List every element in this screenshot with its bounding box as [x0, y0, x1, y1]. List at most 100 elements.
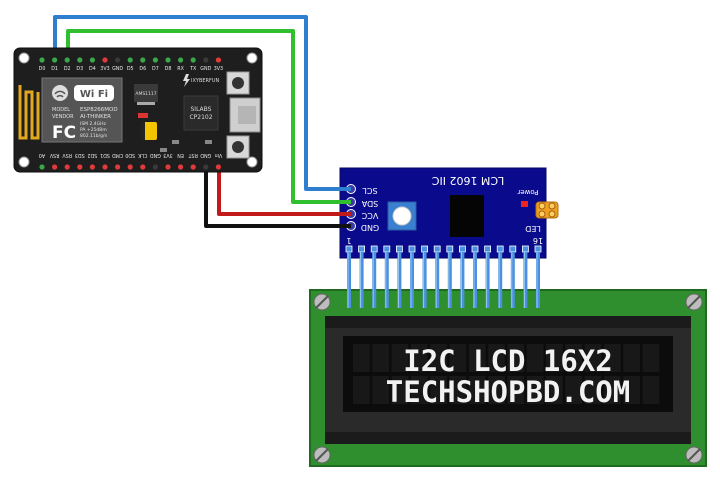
top-pin-rx[interactable] [178, 57, 184, 63]
top-pin-3v3[interactable] [215, 57, 221, 63]
header-pad [433, 245, 441, 253]
lcd-character-grid [353, 344, 660, 404]
wires [52, 15, 351, 228]
lcd-screw-top-right [685, 293, 703, 311]
header-pad [408, 245, 416, 253]
top-pin-d2[interactable] [64, 57, 70, 63]
lcd-display: I2C LCD 16X2 TECHSHOPBD.COM [309, 289, 707, 467]
silabs-label: SILABS [191, 106, 212, 113]
bottom-pin-gnd[interactable] [203, 164, 209, 170]
lcd-cell [449, 376, 467, 404]
lcd-cell [468, 376, 486, 404]
bottom-pin-rsv[interactable] [64, 164, 70, 170]
lcd-bezel-bottom-strip [325, 432, 691, 444]
mount-hole-top-right [246, 52, 258, 64]
wire-scl-blue [53, 15, 351, 191]
header-pad [471, 245, 479, 253]
bottom-pin-rsv[interactable] [52, 164, 58, 170]
potentiometer[interactable] [387, 201, 417, 231]
bottom-pin-label: A0 [39, 152, 45, 158]
mount-hole-bottom-right [246, 156, 258, 168]
brand-bolt-icon [183, 74, 190, 87]
i2c-ic-chip [450, 195, 484, 237]
mount-hole-top-left [18, 52, 30, 64]
lcd-cell [391, 344, 409, 372]
bottom-pin-en[interactable] [178, 164, 184, 170]
module-name: ESP8266MOD [80, 107, 118, 113]
bottom-pin-label: SD2 [88, 152, 98, 158]
bottom-pin-sd1[interactable] [102, 164, 108, 170]
bottom-pin-vin[interactable] [215, 164, 221, 170]
bottom-pin-cmd[interactable] [115, 164, 121, 170]
wifi-label: Wi Fi [80, 89, 108, 100]
top-pin-d4[interactable] [89, 57, 95, 63]
header-pad [522, 245, 529, 253]
lcd-cell [507, 344, 525, 372]
header-pad [395, 245, 403, 253]
top-pin-gnd[interactable] [203, 57, 209, 63]
lcd-cell [642, 376, 660, 404]
top-pin-d8[interactable] [165, 57, 171, 63]
header-pad [446, 245, 454, 253]
i2c-module: LCM 1602 IIC Power LED SCL SDA VCC GND 1 [339, 167, 559, 308]
top-pin-label: D5 [127, 66, 134, 72]
regulator-chip [134, 84, 158, 102]
header-pad [496, 245, 504, 253]
header-pad [345, 245, 353, 253]
i2c-to-lcd-pins [345, 245, 542, 308]
lcd-bezel-top-strip [325, 316, 691, 328]
top-pin-3v3[interactable] [102, 57, 108, 63]
top-pin-tx[interactable] [190, 57, 196, 63]
bottom-pin-rst[interactable] [190, 164, 196, 170]
bottom-pin-label: SD3 [75, 152, 85, 158]
bottom-pin-sd3[interactable] [77, 164, 83, 170]
i2c-pin-label-vcc: VCC [361, 211, 378, 220]
led-jumper[interactable] [535, 201, 559, 219]
top-pin-d0[interactable] [39, 57, 45, 63]
top-pin-label: D4 [89, 66, 96, 72]
brand-label: IXYBERFUN [191, 78, 220, 84]
antenna-trace [18, 85, 40, 140]
led-label: LED [525, 224, 541, 233]
rst-button[interactable] [226, 71, 250, 95]
bottom-pin-gnd[interactable] [152, 164, 158, 170]
top-pin-label: D8 [165, 66, 172, 72]
smd-part-2 [160, 148, 167, 152]
top-pin-d1[interactable] [52, 57, 58, 63]
top-pin-label: D2 [64, 66, 71, 72]
i2c-pin-label-sda: SDA [361, 199, 378, 208]
bottom-pin-clk[interactable] [140, 164, 146, 170]
top-pin-label: GND [112, 66, 123, 72]
header-pad [458, 245, 466, 253]
bottom-pin-a0[interactable] [39, 164, 45, 170]
resistor-red [138, 113, 148, 118]
top-pin-label: D3 [76, 66, 83, 72]
bottom-pin-label: 3V3 [163, 152, 172, 158]
top-pin-d5[interactable] [127, 57, 133, 63]
i2c-module-title: LCM 1602 IIC [431, 174, 504, 187]
lcd-cell [410, 344, 428, 372]
bottom-pin-label: SD0 [125, 152, 135, 158]
lcd-cell [584, 376, 602, 404]
capacitor-band [141, 122, 145, 140]
top-pin-d3[interactable] [77, 57, 83, 63]
top-pin-d7[interactable] [152, 57, 158, 63]
wifi-icon [52, 85, 68, 101]
bottom-pin-sd0[interactable] [127, 164, 133, 170]
top-pin-d6[interactable] [140, 57, 146, 63]
top-pin-gnd[interactable] [115, 57, 121, 63]
i2c-board [339, 167, 547, 259]
wire-sda-green [66, 29, 351, 204]
lcd-cell [526, 376, 544, 404]
radio-spec-1: ISM 2.4GHz [80, 121, 107, 127]
flash-button[interactable] [226, 135, 250, 159]
bottom-pin-3v3[interactable] [165, 164, 171, 170]
lcd-cell [468, 344, 486, 372]
power-label: Power [517, 188, 538, 196]
lcd-cell [603, 376, 621, 404]
bottom-pin-sd2[interactable] [89, 164, 95, 170]
lcd-cell [565, 376, 583, 404]
bottom-pin-label: GND [150, 152, 161, 158]
